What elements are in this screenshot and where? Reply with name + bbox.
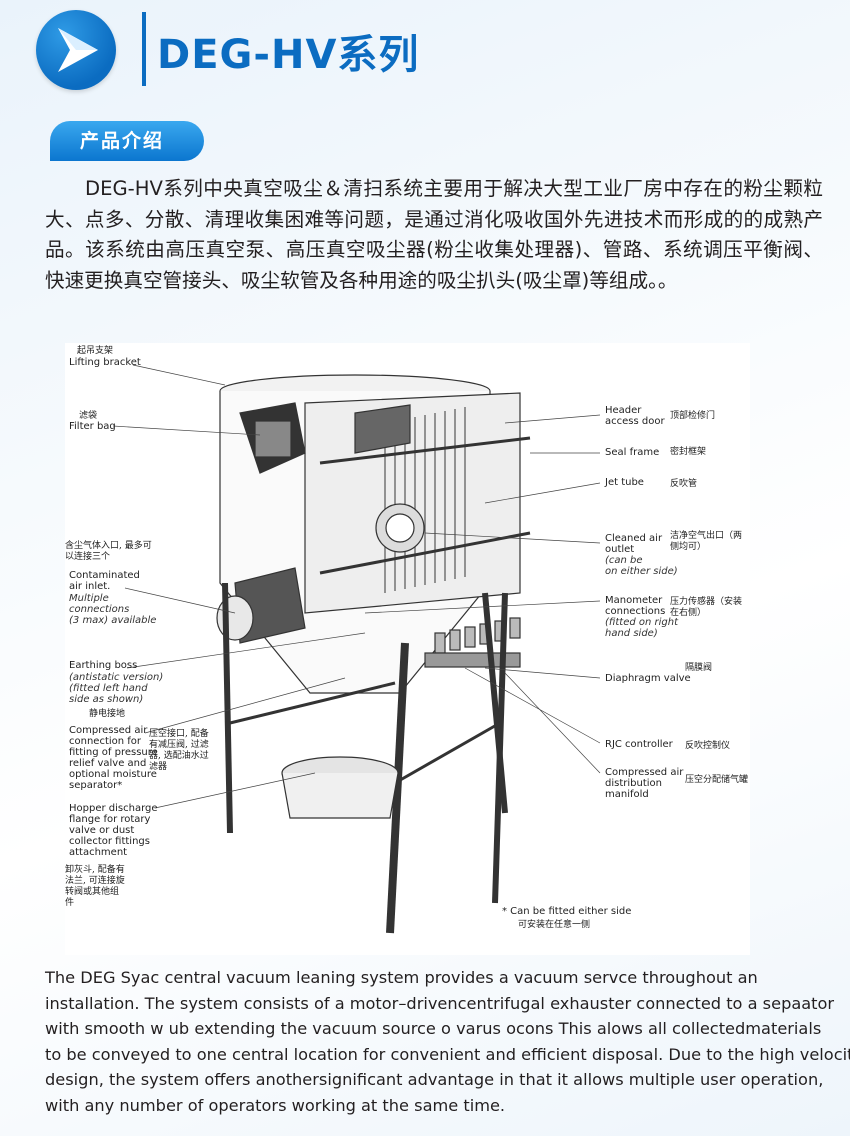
label-diaphragm-valve-cn: 隔膜阀 xyxy=(685,663,713,673)
english-line: to be conveyed to one central location f… xyxy=(45,1044,850,1064)
label-manometer-connections: Manometer connections xyxy=(605,595,666,617)
label-filter-bag: Filter bag xyxy=(69,421,116,432)
english-line: with any number of operators working at … xyxy=(45,1095,506,1115)
label-inlet: Contaminated air inlet. xyxy=(69,570,140,592)
label-hopper-discharge: Hopper discharge flange for rotary valve… xyxy=(69,803,158,858)
label-filter-bag-cn: 滤袋 xyxy=(79,411,98,421)
label-cleaned-air-outlet-cn: 洁净空气出口（两 侧均可） xyxy=(670,531,743,552)
label-lifting-bracket: Lifting bracket xyxy=(69,357,141,368)
label-footnote: * Can be fitted either side xyxy=(502,906,632,917)
label-seal-frame-cn: 密封框架 xyxy=(670,447,707,457)
label-earthing-boss: Earthing boss xyxy=(69,660,138,671)
label-jet-tube: Jet tube xyxy=(605,477,644,488)
label-manometer-note: (fitted on right hand side) xyxy=(605,617,679,639)
label-cleaned-air-outlet: Cleaned air outlet xyxy=(605,533,663,555)
label-cleaned-air-outlet-note: (can be on either side) xyxy=(605,555,678,577)
dust-collector-diagram: 起吊支架 Lifting bracket 滤袋 Filter bag 含尘气体入… xyxy=(65,343,750,955)
label-earthing-boss-cn: 静电接地 xyxy=(89,709,126,719)
label-inlet-cn: 含尘气体入口, 最多可 以连接三个 xyxy=(65,541,152,562)
logo xyxy=(36,10,116,90)
chevron-right-icon xyxy=(58,28,98,72)
section-tab-product-intro: 产品介绍 xyxy=(50,121,204,161)
english-description: The DEG Syac central vacuum leaning syst… xyxy=(45,965,850,1118)
label-inlet-note: Multiple connections (3 max) available xyxy=(69,593,157,626)
label-distribution-manifold-cn: 压空分配储气罐 xyxy=(685,775,749,785)
label-header-access-door: Header access door xyxy=(605,405,665,427)
label-earthing-note: (antistatic version) (fitted left hand s… xyxy=(69,672,164,705)
label-distribution-manifold: Compressed air distribution manifold xyxy=(605,767,684,800)
label-hopper-discharge-cn: 卸灰斗, 配备有 法兰, 可连接旋 转阀或其他组 件 xyxy=(65,865,125,908)
english-line: with smooth w ub extending the vacuum so… xyxy=(45,1019,822,1038)
label-diaphragm-valve: Diaphragm valve xyxy=(605,673,691,684)
label-header-access-door-cn: 顶部检修门 xyxy=(670,411,716,421)
label-footnote-cn: 可安装在任意一侧 xyxy=(518,920,591,930)
english-line: design, the system offers anothersignifi… xyxy=(45,1070,824,1089)
title-divider xyxy=(142,12,146,86)
intro-paragraph: DEG-HV系列中央真空吸尘＆清扫系统主要用于解决大型工业厂房中存在的粉尘颗粒大… xyxy=(45,177,823,292)
english-line: The DEG Syac central vacuum leaning syst… xyxy=(45,968,758,987)
label-lifting-bracket-cn: 起吊支架 xyxy=(77,346,114,356)
label-rjc-controller-cn: 反吹控制仪 xyxy=(685,741,731,751)
label-compressed-air-connection-cn: 压空接口, 配备 有减压阀, 过滤 器, 选配油水过 滤器 xyxy=(149,729,209,772)
label-compressed-air-connection: Compressed air connection for fitting of… xyxy=(69,725,158,791)
label-rjc-controller: RJC controller xyxy=(605,739,673,750)
english-line: installation. The system consists of a m… xyxy=(45,993,835,1013)
dust-collector-illustration xyxy=(112,364,601,934)
page-title: DEG-HV系列 xyxy=(157,32,420,78)
label-jet-tube-cn: 反吹管 xyxy=(670,479,698,489)
label-manometer-connections-cn: 压力传感器（安装 在右侧） xyxy=(670,597,743,618)
label-seal-frame: Seal frame xyxy=(605,447,660,458)
